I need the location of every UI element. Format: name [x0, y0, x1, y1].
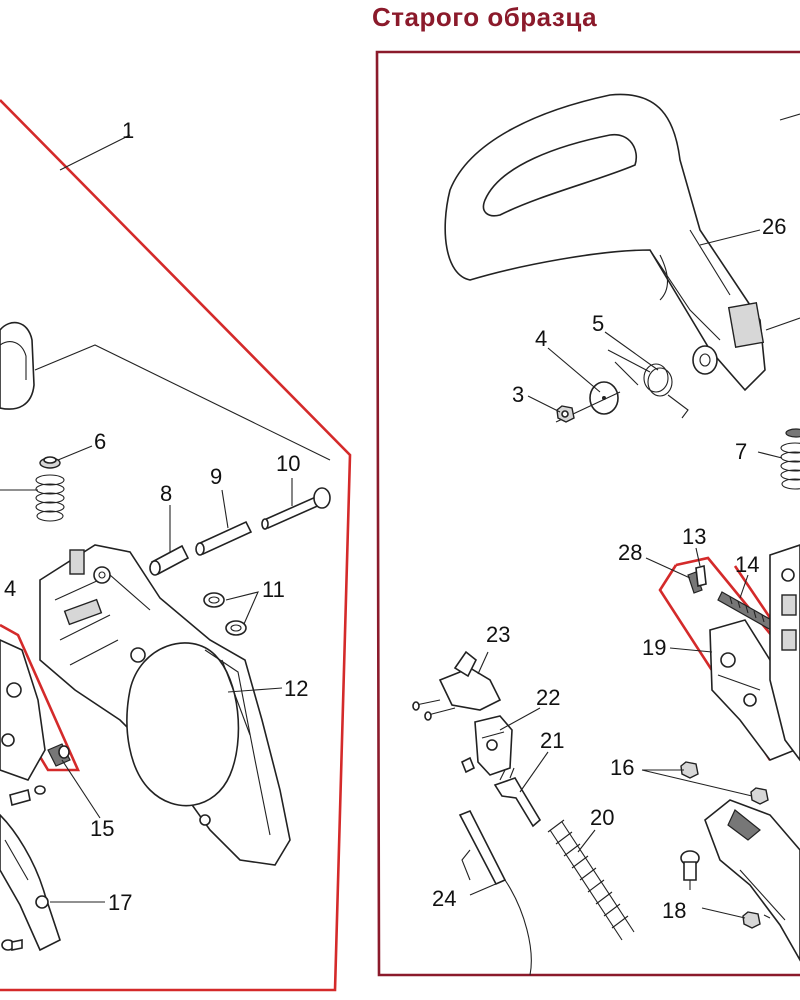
- callout-4-left: 4: [4, 576, 16, 601]
- callout-18: 18: [662, 898, 686, 923]
- callout-14: 14: [735, 552, 759, 577]
- housing-right-partial: [769, 544, 800, 762]
- callout-28: 28: [618, 540, 642, 565]
- leader-lines: [0, 113, 800, 919]
- old-model-title: Старого образца: [372, 2, 598, 32]
- washer-part-11b: [225, 620, 247, 636]
- callout-17: 17: [108, 890, 132, 915]
- bolt-left-b: [1, 939, 23, 951]
- callout-22: 22: [536, 685, 560, 710]
- spring-part-15: [47, 743, 71, 767]
- brake-band-part-17: [0, 813, 61, 952]
- handle-end-part: [0, 321, 35, 410]
- callout-8: 8: [160, 481, 172, 506]
- callout-1: 1: [122, 118, 134, 143]
- callout-4-right: 4: [535, 326, 547, 351]
- callout-20: 20: [590, 805, 614, 830]
- nut-part-3: [556, 405, 575, 423]
- callout-24: 24: [432, 886, 456, 911]
- brake-band-right: [704, 799, 800, 962]
- bushing-part-8: [149, 544, 190, 576]
- callout-23: 23: [486, 622, 510, 647]
- lever-part-left: [0, 639, 46, 781]
- callout-10: 10: [276, 451, 300, 476]
- block-part-22: [474, 715, 513, 776]
- callout-9: 9: [210, 464, 222, 489]
- spring-part-28: [687, 571, 703, 594]
- spring-part-5: [607, 349, 689, 419]
- callout-26: 26: [762, 214, 786, 239]
- pin-part-9: [195, 520, 253, 556]
- pin-part-13: [695, 565, 707, 587]
- nut-part-16b: [750, 787, 769, 805]
- left-assembly-frame: [0, 99, 352, 992]
- nut-part-16a: [680, 761, 699, 779]
- lever-part-23: [412, 650, 502, 721]
- bolt-left-a: [9, 785, 46, 807]
- spring-left: [35, 474, 65, 522]
- right-assembly-frame: [375, 50, 800, 977]
- small-pin: [460, 756, 476, 774]
- pivot-part: [692, 345, 718, 375]
- nut-part-18: [742, 911, 771, 929]
- hand-guard-part-26: [444, 93, 766, 392]
- callout-19: 19: [642, 635, 666, 660]
- washer-part-11a: [203, 592, 225, 608]
- callout-15: 15: [90, 816, 114, 841]
- callout-13: 13: [682, 524, 706, 549]
- callout-16: 16: [610, 755, 634, 780]
- callout-5: 5: [592, 311, 604, 336]
- callout-3: 3: [512, 382, 524, 407]
- callout-11: 11: [262, 577, 285, 602]
- nut-part-6: [39, 456, 61, 469]
- callout-12: 12: [284, 676, 308, 701]
- spring-part-7: [780, 428, 800, 490]
- bolt-part-10: [261, 487, 331, 530]
- rod-part-24: [458, 809, 532, 976]
- bolt-part-18: [680, 850, 700, 881]
- chain-cover-part-12: [39, 544, 291, 866]
- fork-part-21: [493, 767, 542, 828]
- callout-21: 21: [540, 728, 564, 753]
- callout-6: 6: [94, 429, 106, 454]
- callout-7: 7: [735, 439, 747, 464]
- spring-part-20: [547, 819, 635, 941]
